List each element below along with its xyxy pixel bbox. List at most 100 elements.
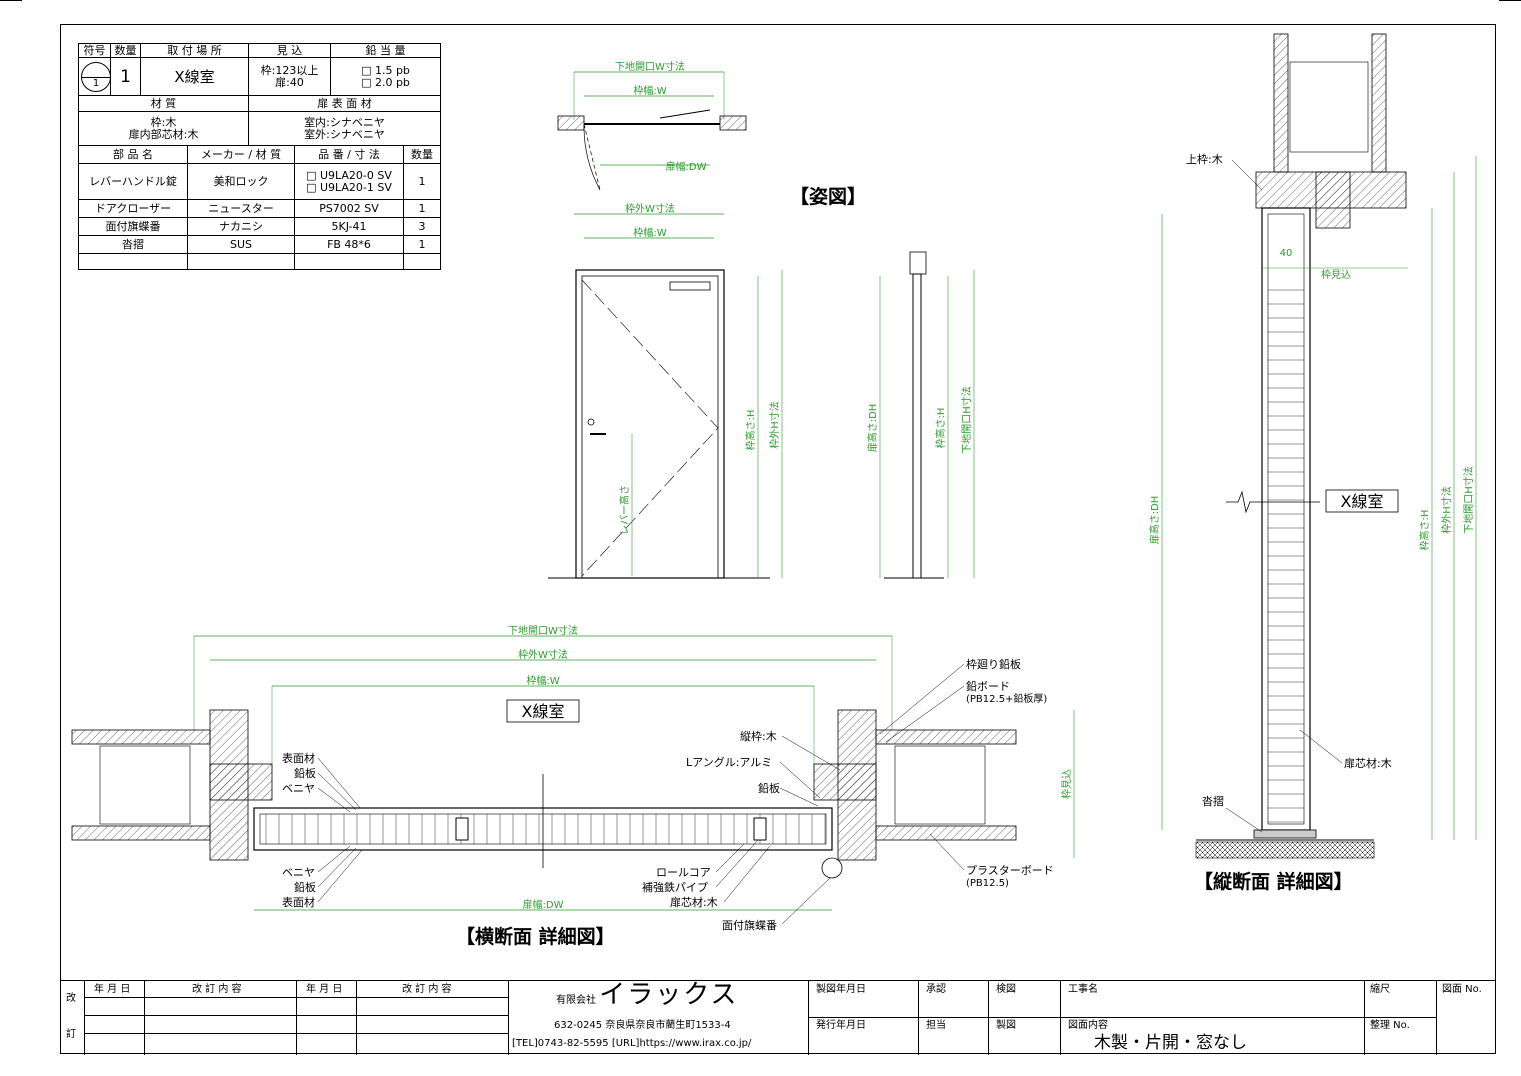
tb-approve: 承認: [926, 984, 946, 995]
company-name: 有限会社 イラックス: [556, 982, 738, 1008]
vertical-core-lines: [1268, 289, 1304, 823]
callout-kutsuzuri: 沓摺: [1202, 794, 1224, 808]
part-name-header: 部 品 名: [78, 145, 188, 164]
side-elevation: 扉高さ:DH 枠高さ:H 下地開口H寸法: [866, 251, 975, 579]
spec-header-row: 符号 数量 取 付 場 所 見 込 鉛 当 量: [78, 43, 441, 58]
callout-hyomen-zai-bottom: 表面材: [282, 895, 315, 909]
corner-mark: [0, 0, 22, 1]
parts-header-row: 部 品 名 メーカー / 材 質 品 番 / 寸 法 数量: [78, 145, 441, 164]
table-row-empty: [78, 253, 441, 270]
callout-tate-waku: 縦枠:木: [740, 729, 777, 743]
tb-divider: [988, 981, 989, 1055]
callout-namari-board: 鉛ボード: [966, 679, 1010, 693]
shitaji-height-dim-vertical: 下地開口H寸法: [1462, 466, 1475, 534]
tb-seiri-no: 整理 No.: [1370, 1020, 1410, 1031]
callout-kami-waku: 上枠:木: [1186, 152, 1223, 166]
part-name: 面付旗蝶番: [78, 217, 188, 236]
part-qty-header: 数量: [403, 145, 441, 164]
vertical-section-title: 【縦断面 詳細図】: [1194, 870, 1353, 893]
waku-mikomi-dim-vertical: 枠見込: [1321, 268, 1351, 281]
tb-divider: [1060, 981, 1061, 1055]
tb-hline: [84, 1015, 508, 1016]
table-row: ドアクローザー ニュースター PS7002 SV 1: [78, 199, 441, 218]
door-height-dim: 扉高さ:DH: [866, 404, 879, 453]
company-prefix: 有限会社: [556, 995, 596, 1006]
part-qty: 1: [403, 235, 441, 254]
table-row: 面付旗蝶番 ナカニシ 5KJ-41 3: [78, 217, 441, 236]
callout-tobira-shinzai: 扉芯材:木: [670, 895, 718, 909]
mikomi-40-dim: 40: [1280, 248, 1293, 259]
callout-hyomen-zai: 表面材: [282, 751, 315, 765]
front-elevation: 枠外W寸法 枠幅:W レバー高さ 枠高さ:H 枠外H寸法: [548, 202, 783, 579]
wakugai-w-dim: 枠外W寸法: [625, 202, 675, 215]
tb-content-value: 木製・片開・窓なし: [1094, 1033, 1247, 1053]
tb-content: 図面内容: [1068, 1020, 1108, 1031]
callout-plaster-note: (PB12.5): [966, 878, 1009, 889]
callout-plaster-board: プラスターボード: [966, 864, 1054, 877]
tb-hline: [808, 1017, 1436, 1018]
tb-scale: 縮尺: [1370, 984, 1390, 995]
tb-check: 検図: [996, 984, 1016, 995]
callout-hinge: 面付旗蝶番: [722, 918, 777, 932]
drawing-frame: [60, 24, 1496, 1054]
tb-drafting: 製図: [996, 1020, 1016, 1031]
tb-drawing-no: 図面 No.: [1442, 984, 1482, 995]
company-contact: [TEL]0743-82-5595 [URL]https://www.irax.…: [512, 1038, 752, 1049]
waku-w-dim: 枠幅:W: [633, 226, 666, 239]
title-block: 改 訂 年 月 日 改 訂 内 容 年 月 日 改 訂 内 容 有限会社 イラッ…: [60, 980, 1496, 1055]
elevation-plan-view: 下地開口W寸法 枠幅:W 扉幅:DW: [557, 60, 747, 191]
callout-l-angle: Lアングル:アルミ: [686, 755, 772, 769]
vertical-section: X線室 扉高さ:DH 枠高さ:H 枠外H寸法 下地開口H寸法 枠見込 40 上枠…: [1148, 33, 1477, 859]
callout-veneer: ベニヤ: [282, 782, 315, 795]
tb-divider: [144, 981, 145, 1055]
table-row: レバーハンドル錠 美和ロック □ U9LA20-0 SV □ U9LA20-1 …: [78, 163, 441, 200]
tb-rev1: 改 訂 内 容: [192, 984, 242, 995]
tb-date2: 年 月 日: [306, 984, 343, 995]
symbol-cell: 1: [78, 57, 111, 96]
qty-cell: 1: [110, 57, 141, 96]
tb-tei: 訂: [66, 1029, 76, 1040]
company-brand: イラックス: [599, 980, 739, 1010]
waku-height-dim-vertical: 枠高さ:H: [1418, 510, 1431, 551]
roll-core-lines: [265, 814, 826, 844]
waku-w-dim-section: 枠幅:W: [526, 674, 559, 687]
waku-height-dim-side: 枠高さ:H: [934, 408, 947, 449]
company-address: 632-0245 奈良県奈良市藺生町1533-4: [554, 1020, 731, 1031]
horizontal-section: 下地開口W寸法 枠外W寸法 枠幅:W X線室: [71, 624, 1075, 911]
waku-mikomi-dim-section: 枠見込: [1060, 769, 1073, 799]
room-label-vertical: X線室: [1341, 492, 1384, 511]
tb-rev2: 改 訂 内 容: [402, 984, 452, 995]
spec-row-1: 1 1 X線室 枠:123以上 扉:40 □ 1.5 pb □ 2.0 pb: [78, 57, 441, 96]
tobira-haba-dim-section: 扉幅:DW: [523, 898, 564, 911]
horizontal-callouts: 枠廻り鉛板 鉛ボード (PB12.5+鉛板厚) 縦枠:木 Lアングル:アルミ 鉛…: [282, 657, 1054, 932]
tb-hline: [84, 997, 508, 998]
mikomi-cell: 枠:123以上 扉:40: [248, 57, 331, 96]
wakugai-height-dim-vertical: 枠外H寸法: [1440, 486, 1453, 534]
callout-namari-bottom: 鉛板: [294, 880, 316, 894]
lead-cell: □ 1.5 pb □ 2.0 pb: [330, 57, 441, 96]
part-maker: 美和ロック: [187, 163, 295, 200]
elevation-title: 【姿図】: [790, 185, 866, 208]
tb-project: 工事名: [1068, 984, 1098, 995]
callout-tobira-shinzai-vertical: 扉芯材:木: [1344, 756, 1392, 770]
shitaji-w-dim-top: 下地開口W寸法: [615, 60, 685, 73]
callout-hokyo-pipe: 補強鉄パイプ: [642, 880, 708, 894]
lever-height-dim: レバー高さ: [618, 485, 631, 535]
tb-divider: [296, 981, 297, 1055]
tb-made-date: 製図年月日: [816, 984, 866, 995]
callout-namari-ita: 鉛板: [758, 781, 780, 795]
callout-waku-mawari: 枠廻り鉛板: [966, 657, 1021, 671]
door-height-dim-vertical: 扉高さ:DH: [1148, 496, 1161, 545]
tb-date1: 年 月 日: [94, 984, 131, 995]
part-no-header: 品 番 / 寸 法: [294, 145, 404, 164]
shitaji-w-dim-section: 下地開口W寸法: [508, 624, 578, 637]
tb-divider: [808, 981, 809, 1055]
room-label-section: X線室: [522, 702, 565, 721]
callout-namari-board-note: (PB12.5+鉛板厚): [966, 692, 1047, 705]
tb-divider: [356, 981, 357, 1055]
wakugai-height-dim: 枠外H寸法: [768, 401, 781, 449]
symbol-no: 1: [92, 77, 100, 89]
part-name: レバーハンドル錠: [78, 163, 188, 200]
wakugai-w-dim-section: 枠外W寸法: [518, 648, 568, 661]
